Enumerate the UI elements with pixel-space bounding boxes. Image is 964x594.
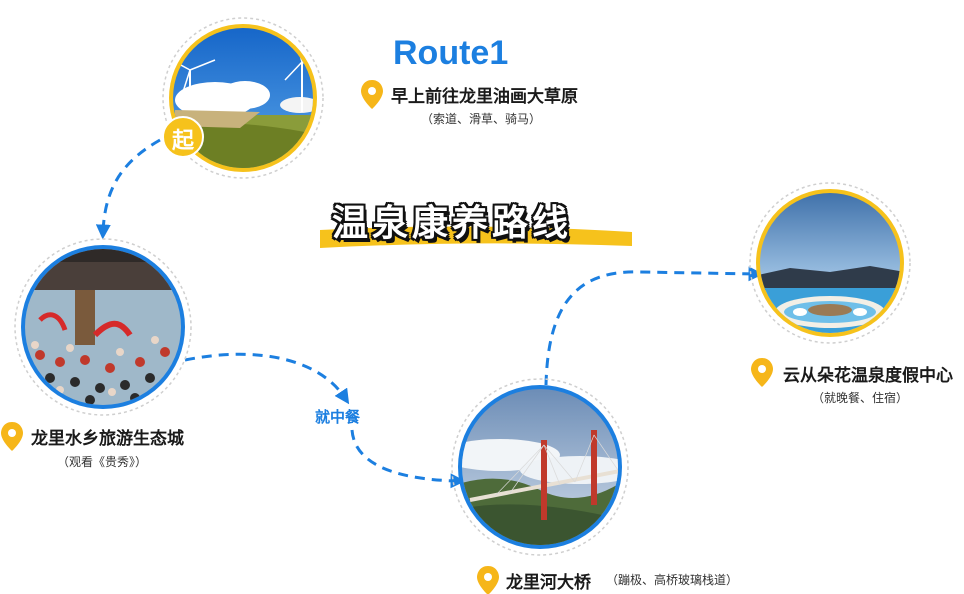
grassland-photo [162,17,324,179]
map-pin-icon [477,566,499,594]
map-pin-icon [751,358,773,387]
start-badge: 起 [172,129,195,154]
title-highlight [320,226,632,248]
stop-name-grassland: 早上前往龙里油画大草原 [391,87,578,107]
stop-note-hot-spring: （就晚餐、住宿） [812,391,909,405]
meal-label: 就中餐 [315,408,361,426]
stop-name-water-town: 龙里水乡旅游生态城 [31,429,184,449]
stop-note-water-town: （观看《贵秀》） [57,455,148,469]
water-town-photo [14,238,192,416]
stop-note-bridge: （蹦极、高桥玻璃栈道） [606,573,739,587]
map-pin-icon [361,80,383,109]
bridge-photo [451,378,629,556]
stop-note-grassland: （索道、滑草、骑马） [421,112,542,126]
stop-name-hot-spring: 云从朵花温泉度假中心 [783,366,953,386]
route-path [95,138,764,489]
map-pin-icon [1,422,23,451]
route-label: Route1 [393,34,509,72]
stop-name-bridge: 龙里河大桥 [506,573,591,593]
hot-spring-photo [749,182,911,344]
page-title: 温泉康养路线 [332,203,573,244]
